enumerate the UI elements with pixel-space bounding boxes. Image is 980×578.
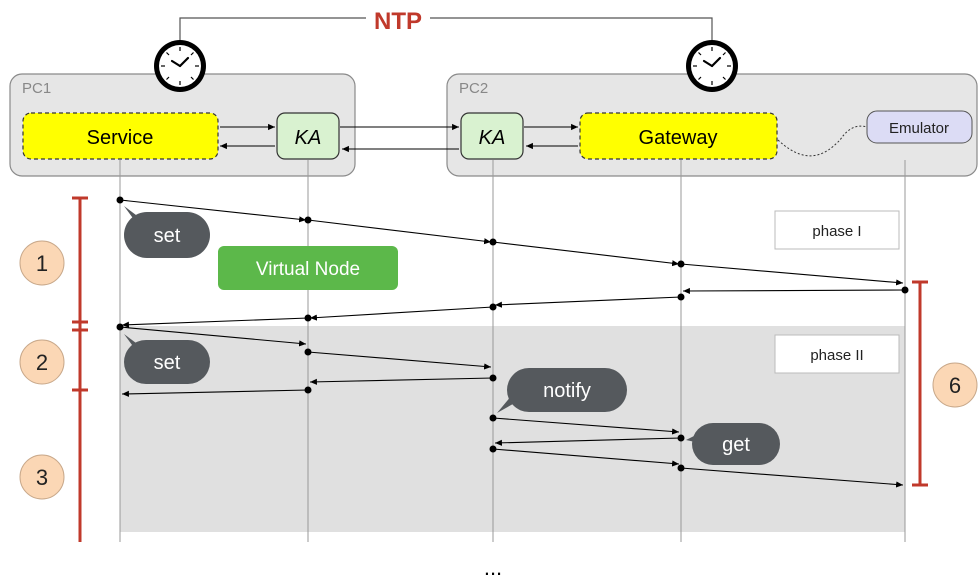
notify-bubble: notify [497, 368, 627, 413]
ntp-connector [179, 17, 713, 44]
svg-text:set: set [154, 352, 181, 374]
svg-text:2: 2 [36, 350, 48, 375]
set-bubble-1: set [124, 206, 210, 258]
pc2-label: PC2 [459, 80, 488, 97]
step-1: 1 [19, 240, 65, 286]
phase-two-area [120, 326, 905, 532]
ka2-box [460, 112, 524, 160]
gateway-label: Gateway [639, 127, 718, 149]
ka1-label: KA [295, 127, 322, 149]
ka2-label: KA [479, 127, 506, 149]
virtual-node-box [218, 246, 398, 290]
phase1-label: phase I [812, 223, 861, 240]
svg-text:get: get [722, 434, 750, 456]
message-arrows [119, 199, 906, 488]
svg-text:6: 6 [949, 373, 961, 398]
step-3: 3 [19, 454, 65, 500]
phase2-box [774, 334, 900, 374]
clock-icon [154, 40, 206, 92]
step-6: 6 [932, 362, 978, 408]
phase2-label: phase II [810, 347, 863, 364]
svg-text:3: 3 [36, 465, 48, 490]
svg-text:set: set [154, 225, 181, 247]
phase1-box [774, 210, 900, 250]
service-box [22, 112, 219, 160]
step-2: 2 [19, 339, 65, 385]
ntp-label: NTP [374, 8, 422, 35]
clock-icon [686, 40, 738, 92]
ka1-box [276, 112, 340, 160]
pc1-label: PC1 [22, 80, 51, 97]
component-arrows [220, 123, 578, 153]
svg-text:notify: notify [543, 380, 591, 402]
set-bubble-2: set [124, 334, 210, 384]
step-brackets [72, 196, 928, 542]
service-label: Service [87, 127, 154, 149]
emulator-box [866, 110, 973, 144]
ellipsis: ... [484, 555, 502, 578]
svg-text:1: 1 [36, 251, 48, 276]
gateway-box [579, 112, 778, 160]
message-dots [116, 196, 909, 472]
virtual-node-label: Virtual Node [256, 259, 360, 280]
emulator-label: Emulator [889, 120, 949, 137]
get-bubble: get [686, 423, 780, 465]
